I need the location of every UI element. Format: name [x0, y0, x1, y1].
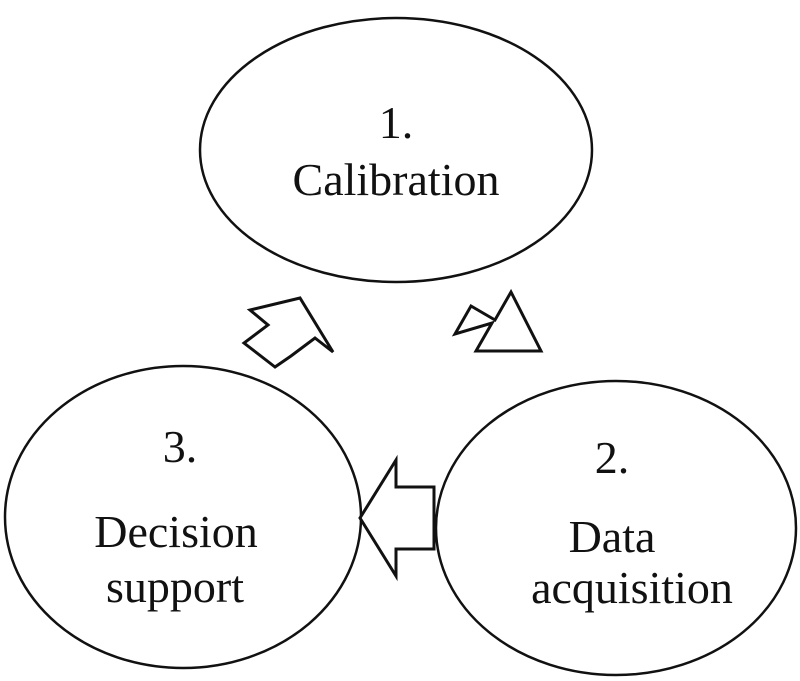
node-data-acquisition-ellipse: [434, 379, 798, 677]
node-decision-support-number: 3.: [163, 421, 198, 472]
node-calibration-number: 1.: [379, 97, 414, 148]
node-decision-support-label-line1: Decision: [94, 506, 258, 557]
node-calibration-ellipse: [198, 16, 594, 284]
node-data-acquisition: 2. Data acquisition: [434, 379, 798, 677]
arrow-decision-support-to-calibration: [241, 296, 335, 369]
arrow-calibration-to-data-acquisition: [451, 288, 544, 353]
node-decision-support: 3. Decision support: [3, 364, 363, 670]
node-data-acquisition-label-line2: acquisition: [531, 562, 733, 613]
node-decision-support-label-line2: support: [106, 561, 244, 612]
node-calibration-label: Calibration: [293, 154, 500, 205]
arrow-data-acquisition-to-decision-support: [358, 454, 436, 582]
node-data-acquisition-label-line1: Data: [569, 511, 656, 562]
node-data-acquisition-number: 2.: [595, 432, 630, 483]
node-calibration: 1. Calibration: [198, 16, 594, 284]
